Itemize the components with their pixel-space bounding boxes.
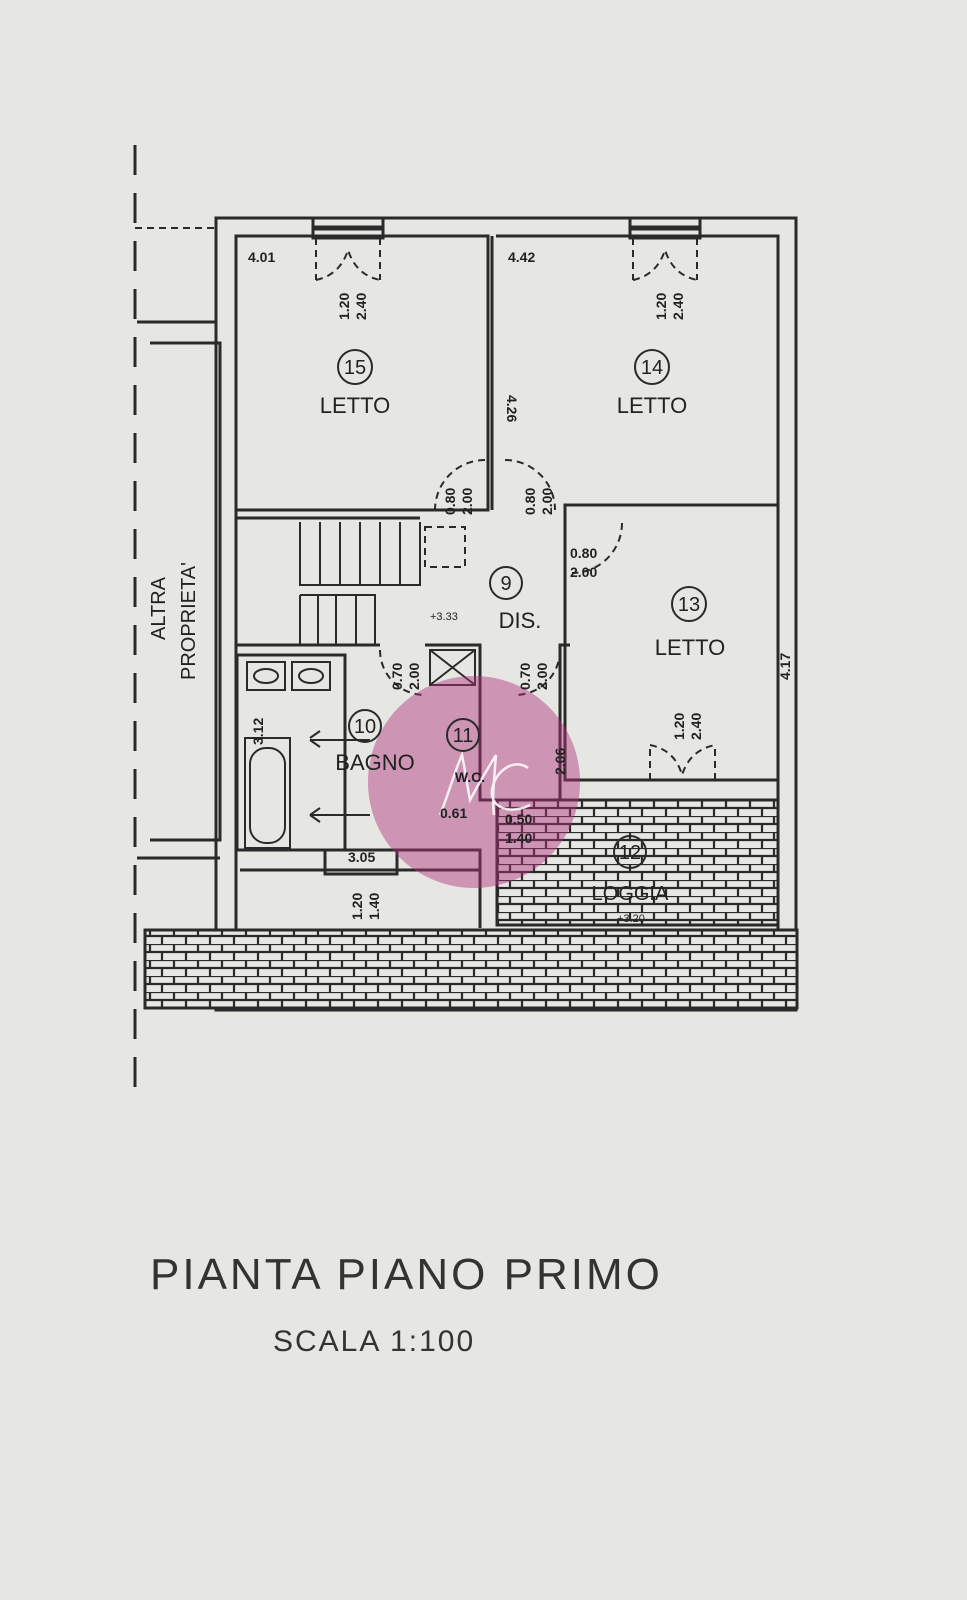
window-bath-height: 1.40 [366, 893, 382, 920]
wall-dimension: 4.26 [504, 395, 520, 422]
neighbour-label-line1: ALTRA [148, 576, 170, 640]
room-12-name: LOGGIA [592, 883, 669, 905]
room-10-name: BAGNO [335, 750, 414, 775]
bathroom-fixtures [244, 649, 476, 849]
room-11-number: 11 [453, 725, 474, 747]
room-14-name: LETTO [617, 393, 688, 418]
room-15-name: LETTO [320, 393, 391, 418]
window-15-height: 2.40 [353, 293, 369, 320]
door-wc-height: 2.00 [534, 663, 550, 690]
plan-scale: SCALA 1:100 [273, 1325, 476, 1358]
door-bath-width: 0.70 [389, 663, 405, 690]
neighbour-label-line2: PROPRIETA' [178, 562, 200, 680]
room-11-name: W.C. [455, 769, 485, 785]
window-15-width: 1.20 [336, 293, 352, 320]
room-13-dimension: 4.17 [777, 653, 793, 680]
level-loggia: +3.20 [617, 913, 645, 925]
door-swings [379, 459, 623, 696]
room-15-marker [337, 349, 373, 385]
room-14-dimension: 4.42 [508, 249, 535, 265]
bath-width: 3.05 [348, 849, 375, 865]
room-9-number: 9 [500, 573, 511, 595]
wc-width: 0.61 [440, 805, 467, 821]
door-14-height: 2.00 [539, 488, 555, 515]
room-10-number: 10 [354, 716, 376, 738]
room-13-number: 13 [678, 594, 700, 616]
window-13-width: 1.20 [671, 713, 687, 740]
door-wc-width: 0.70 [517, 663, 533, 690]
level-dis: +3.33 [430, 611, 458, 623]
room-15-number: 15 [344, 357, 366, 379]
window-14-width: 1.20 [653, 293, 669, 320]
balcony-floor [143, 928, 799, 1010]
room-9-name: DIS. [499, 608, 542, 633]
door-14-width: 0.80 [522, 488, 538, 515]
wc-window-height: 1.40 [505, 830, 532, 846]
watermark-monogram [438, 751, 531, 816]
room-12-number: 12 [619, 842, 641, 864]
room-14-number: 14 [641, 357, 663, 379]
door-13-height: 2.00 [570, 564, 597, 580]
staircase [299, 522, 466, 646]
plan-title: PIANTA PIANO PRIMO [150, 1250, 663, 1299]
room-15-dimension: 4.01 [248, 249, 275, 265]
loggia-floor [495, 798, 780, 927]
window-bath-width: 1.20 [349, 893, 365, 920]
window-13-height: 2.40 [688, 713, 704, 740]
windows [311, 216, 716, 876]
door-13-width: 0.80 [570, 545, 597, 561]
door-15-height: 2.00 [459, 488, 475, 515]
wc-window-width: 0.50 [505, 811, 532, 827]
door-bath-height: 2.00 [406, 663, 422, 690]
wc-height: 2.06 [552, 748, 568, 775]
room-10-dimension: 3.12 [250, 718, 266, 745]
room-13-name: LETTO [655, 635, 726, 660]
watermark-logo [368, 676, 580, 888]
window-14-height: 2.40 [670, 293, 686, 320]
door-15-width: 0.80 [442, 488, 458, 515]
